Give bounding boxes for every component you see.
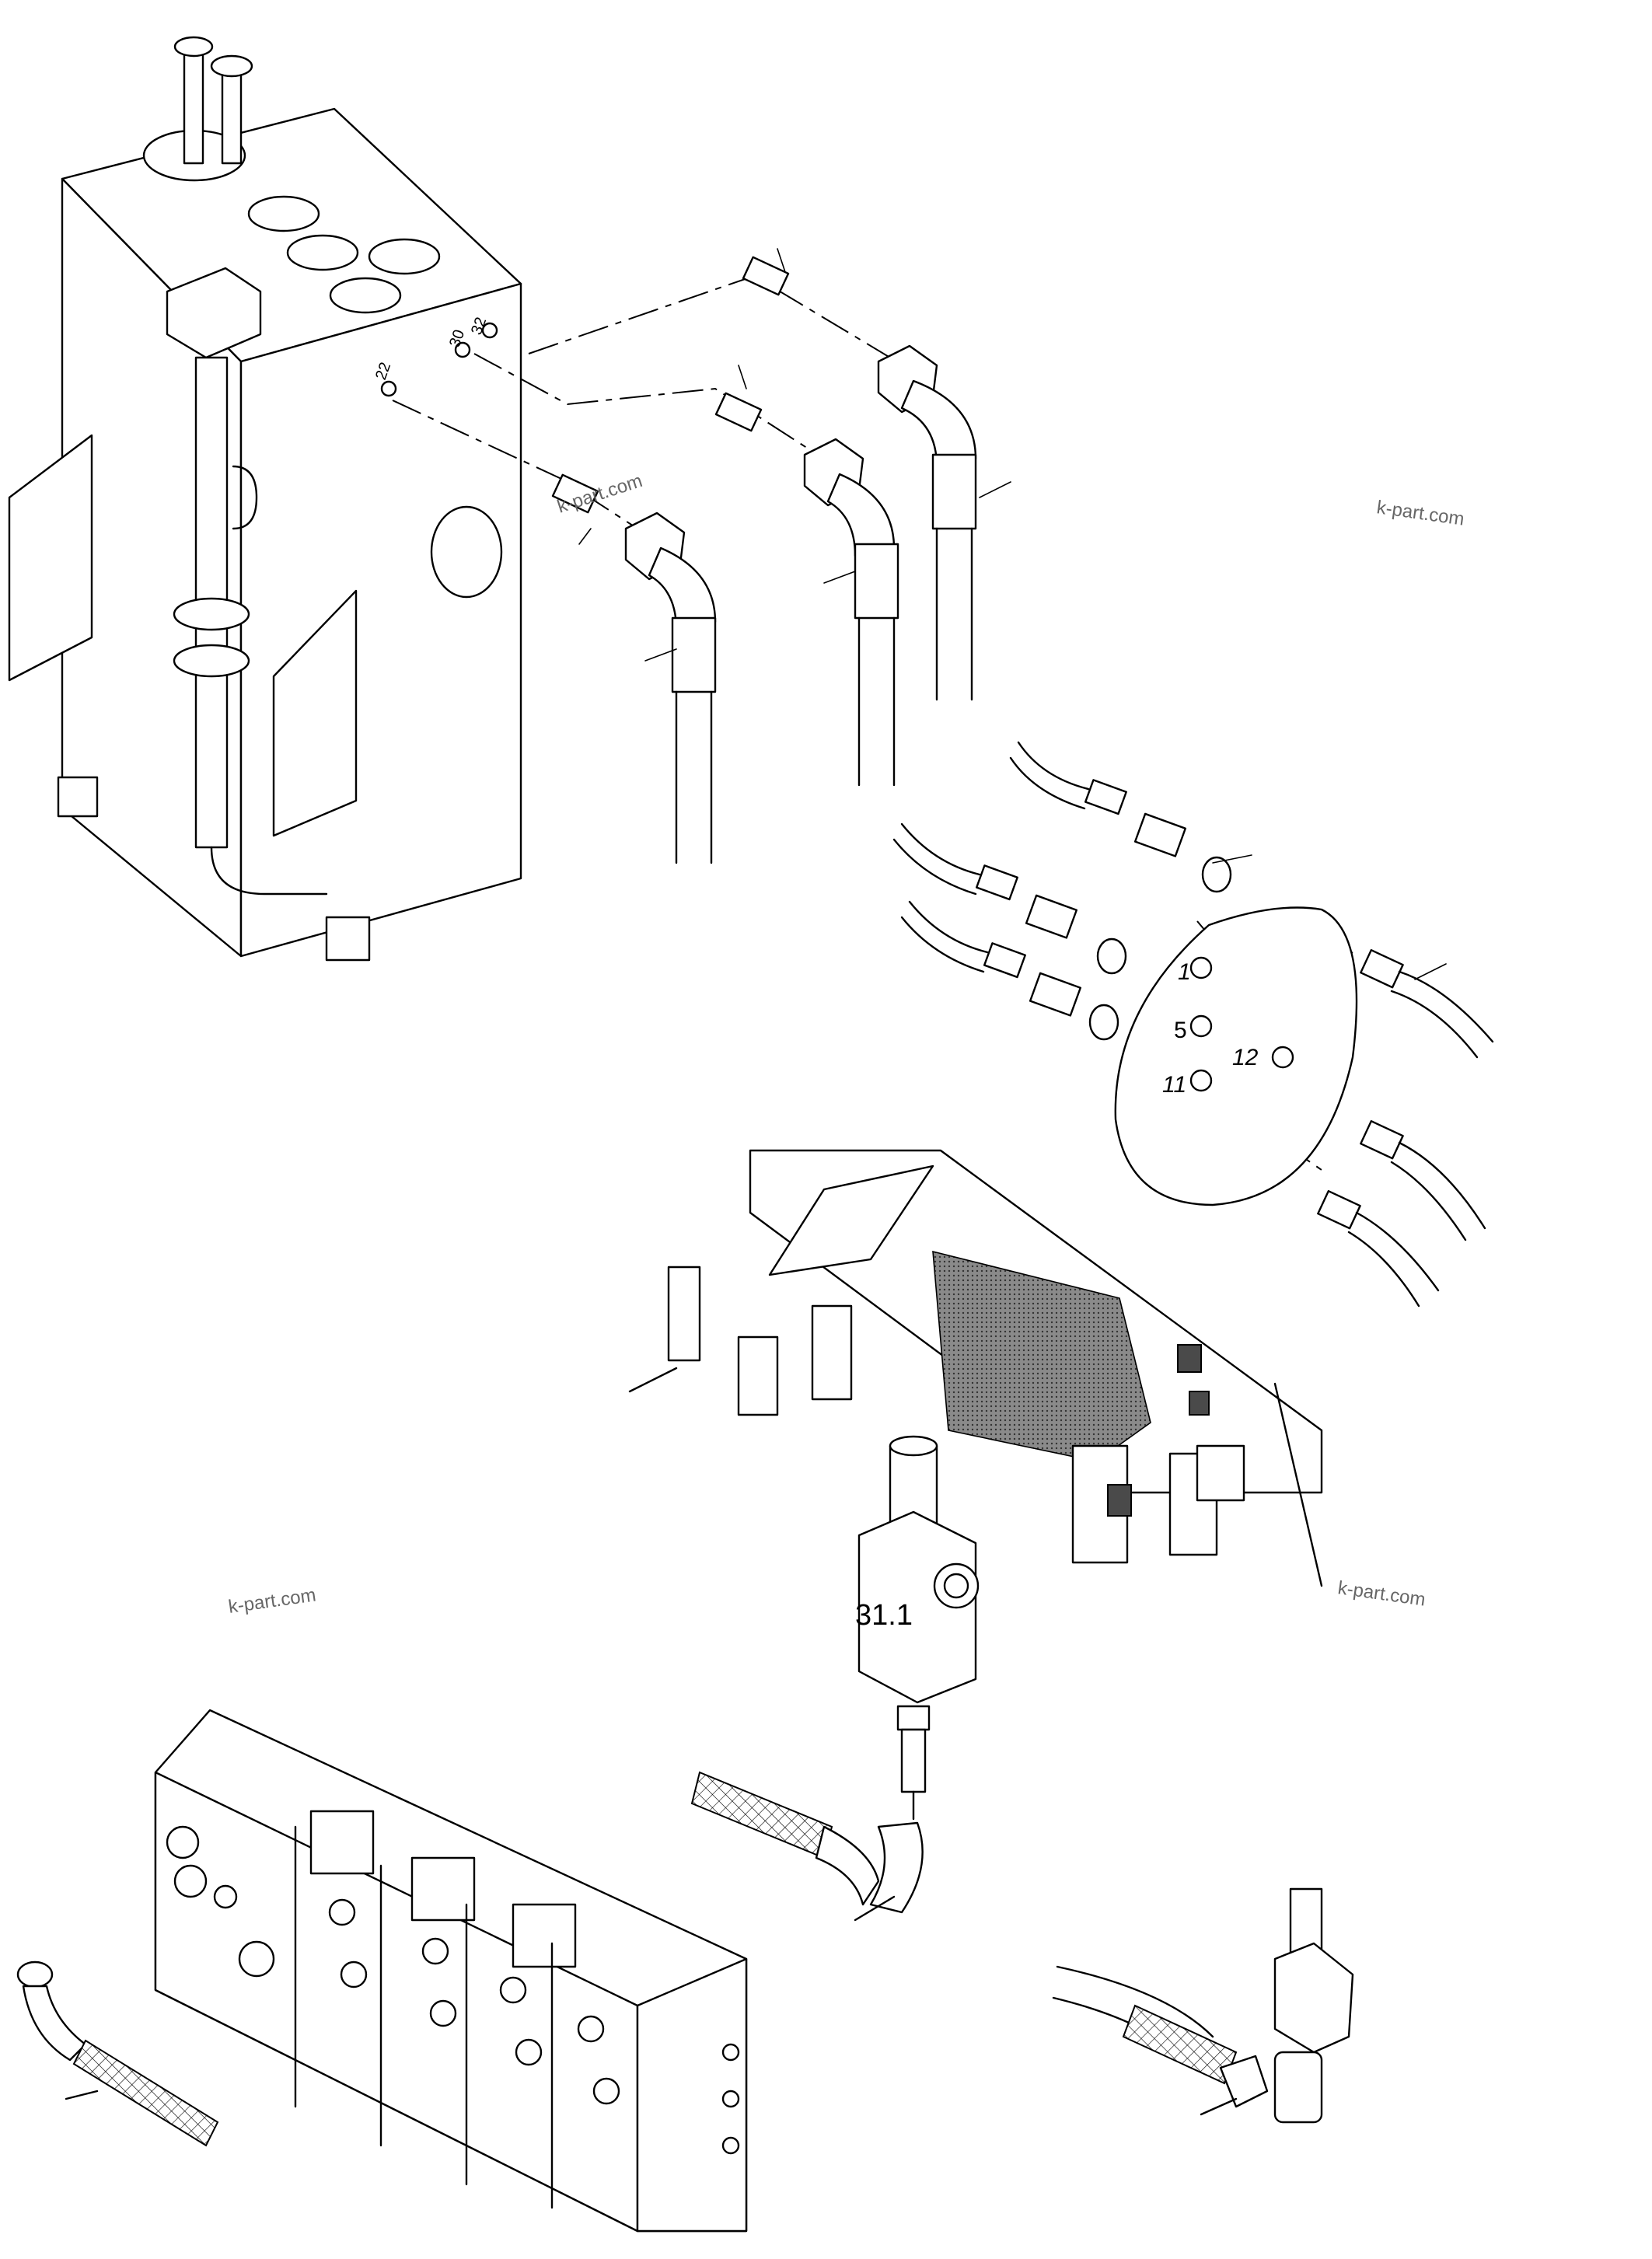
port-label-1: 1 bbox=[1178, 959, 1191, 985]
hydraulic-tank: 32 30 22 bbox=[8, 36, 522, 962]
watermark-3: k-part.com bbox=[227, 1584, 317, 1618]
leader-lines bbox=[578, 248, 1447, 980]
port-label-5: 5 bbox=[1174, 1018, 1187, 1043]
braided-hose-left bbox=[16, 1960, 219, 2147]
port-label-12: 12 bbox=[1232, 1045, 1259, 1070]
elbow-hose-30 bbox=[714, 392, 899, 787]
elbow-hose-32 bbox=[742, 256, 977, 701]
watermark-1: k-part.com bbox=[1375, 497, 1465, 530]
fittings-group bbox=[892, 741, 1232, 1041]
right-hoses bbox=[1317, 949, 1494, 1308]
connector-plate: 1 5 12 11 bbox=[1114, 906, 1358, 1206]
elbow-hose-22 bbox=[551, 473, 717, 864]
valve-block bbox=[154, 1709, 748, 2233]
part-label-31-1: 31.1 bbox=[855, 1599, 913, 1632]
port-label-11: 11 bbox=[1162, 1072, 1186, 1098]
frame-valve-assembly bbox=[628, 1149, 1323, 1587]
valve-31-1: 31.1 bbox=[690, 1435, 980, 1922]
watermark-4: k-part.com bbox=[1336, 1577, 1427, 1611]
braided-hose-right bbox=[1052, 1887, 1354, 2124]
